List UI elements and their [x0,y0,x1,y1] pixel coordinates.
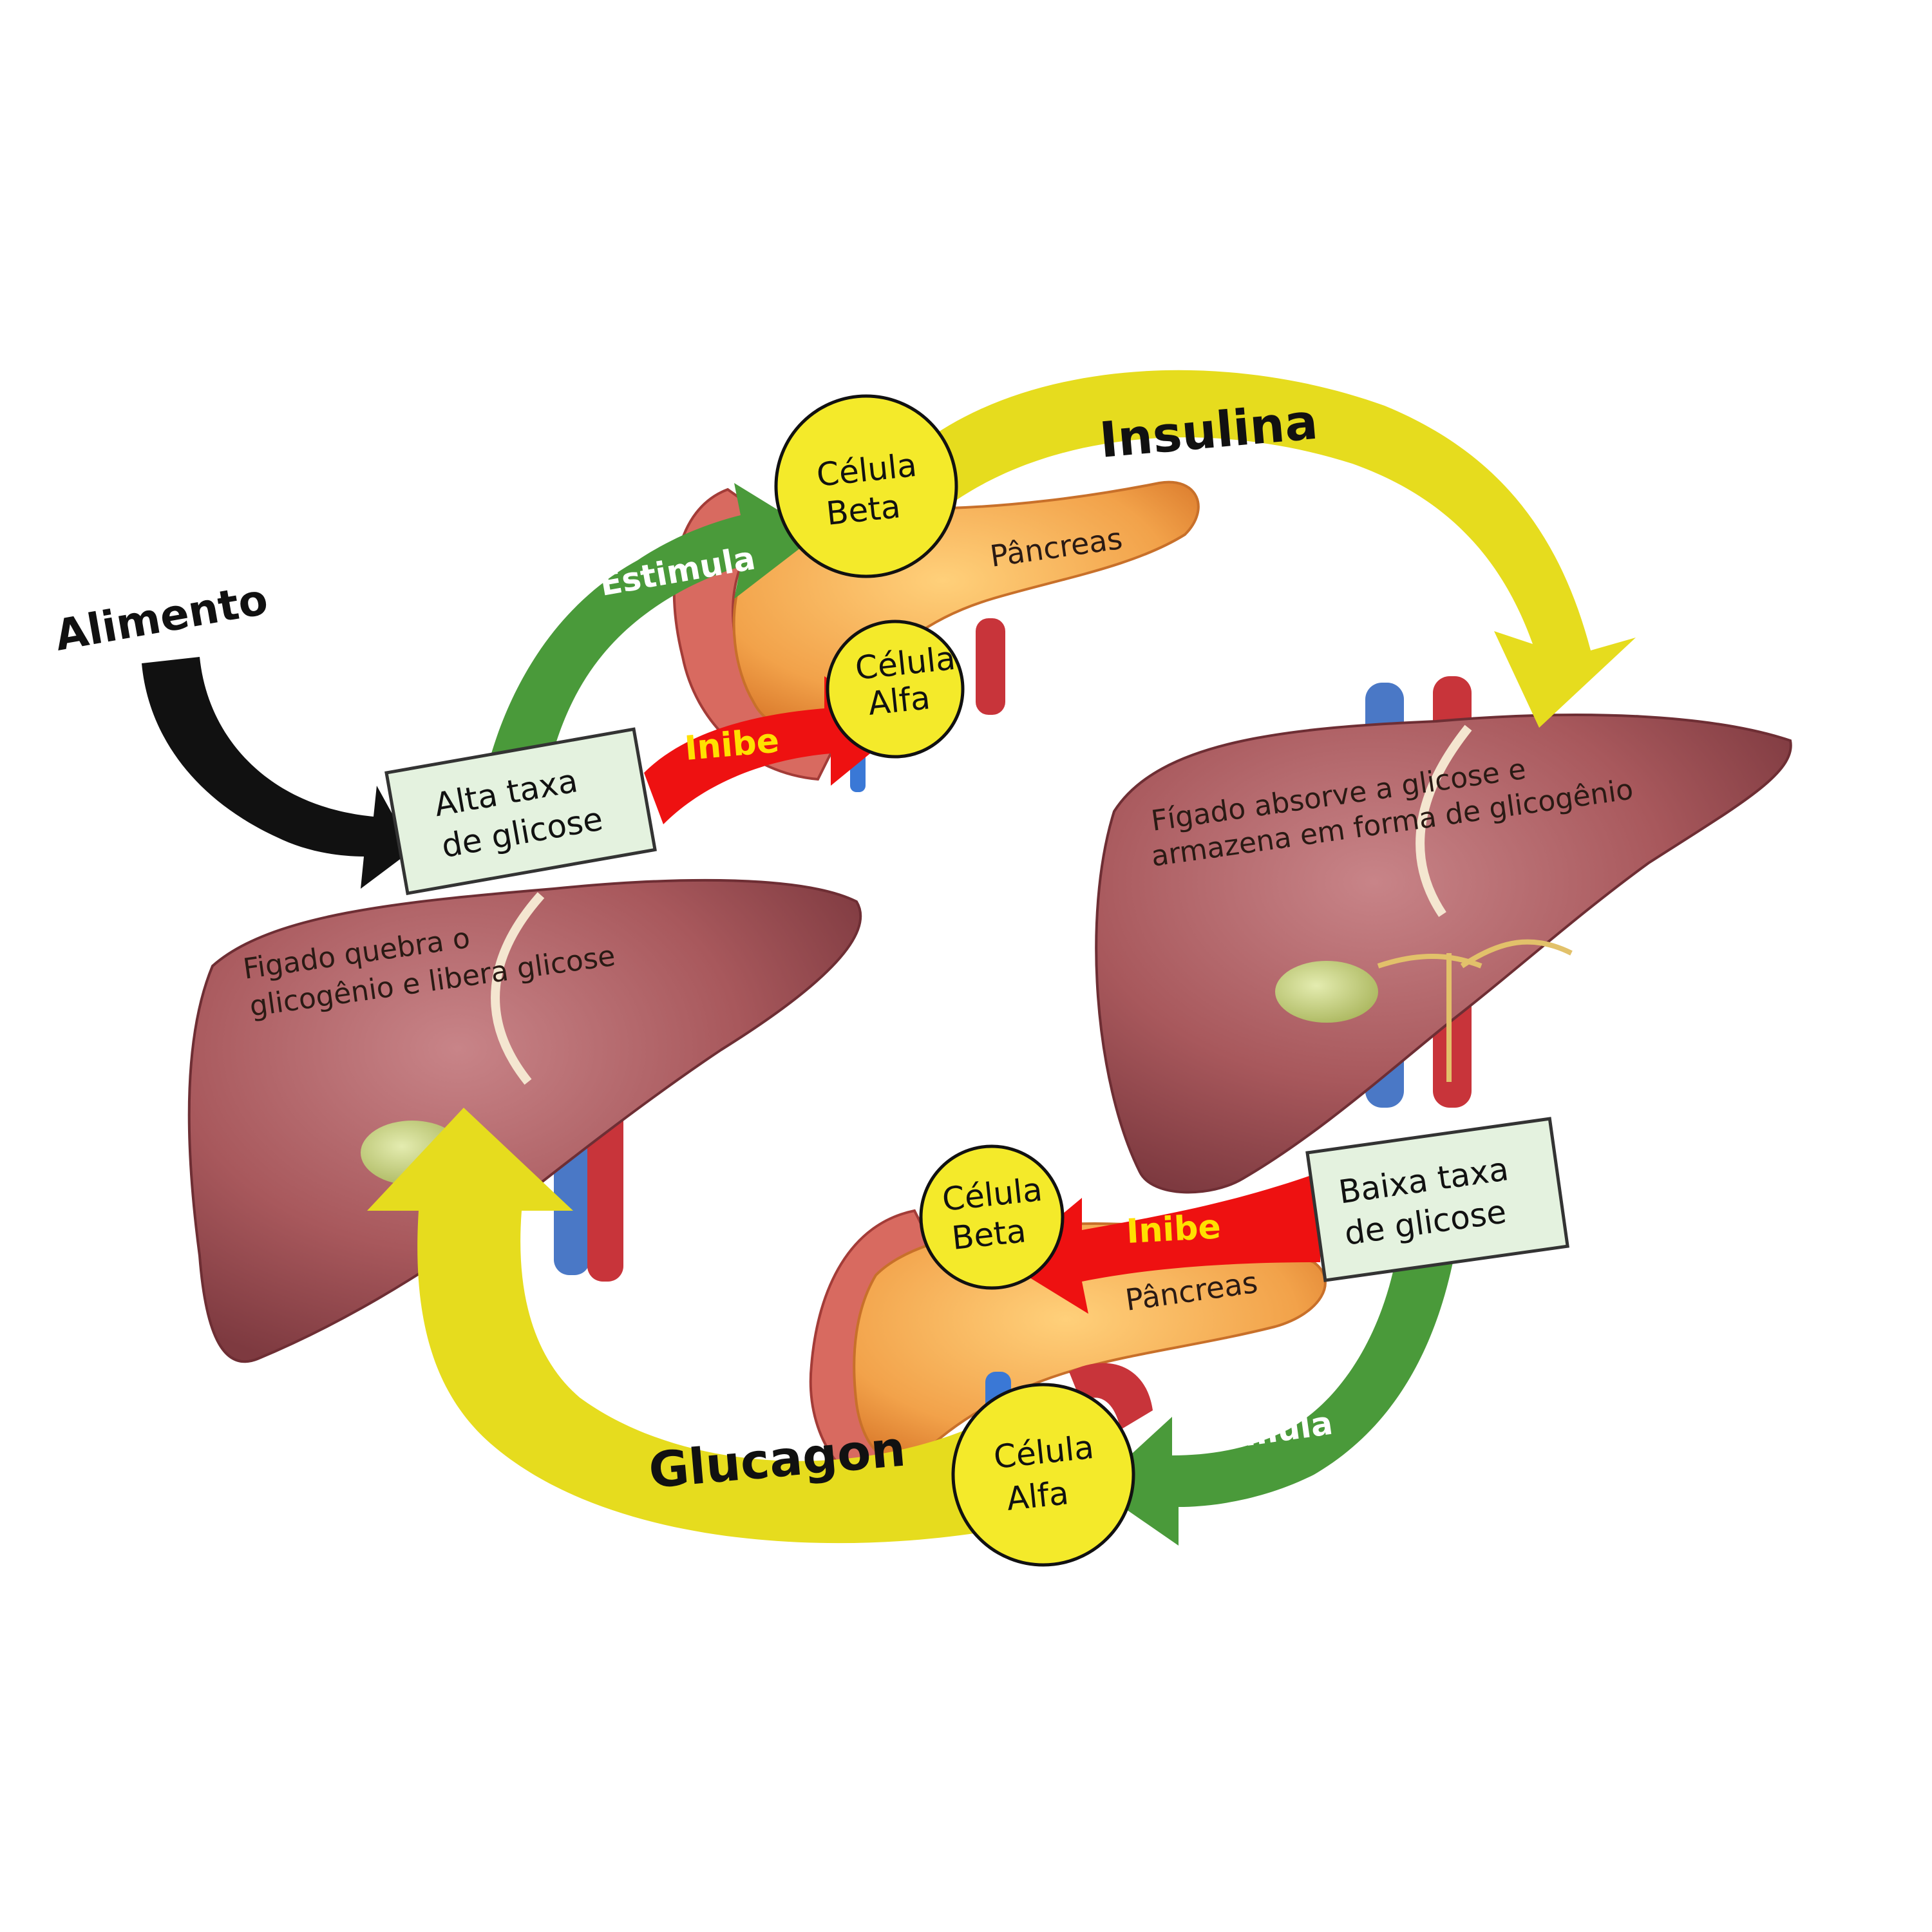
top-beta-line2: Beta [824,488,902,533]
bottom-beta-line2: Beta [950,1212,1028,1257]
liver-fissure [491,892,545,1085]
liver-fissure [1416,724,1472,917]
cell-circle [951,1383,1135,1567]
stimulate-arrow-top [489,483,818,773]
blood-vessel [976,618,1005,715]
right-liver: Fígado absorve a glicose e armazena em f… [1095,676,1792,1194]
box-background [1305,1117,1569,1282]
cell-circle [826,620,965,759]
insulin-arrow [921,370,1636,728]
food-arrow [142,657,412,889]
gallbladder [1275,961,1378,1023]
bottom-alpha-line2: Alfa [1005,1474,1070,1518]
box-background [384,727,657,896]
cell-circle [919,1144,1065,1290]
high-glucose-box: Alta taxa de glicose [384,727,657,896]
stimulate-arrow-bottom [1095,1249,1455,1546]
left-liver: Figado quebra o glicogênio e libera glic… [187,878,862,1363]
cell-circle [774,394,958,578]
liver-shape [1095,714,1792,1194]
top-alpha-line2: Alfa [866,679,932,723]
blood-vessel [1069,1363,1153,1430]
bottom-alpha-cell: Célula Alfa [951,1383,1135,1567]
inhibit-arrow-bottom [1005,1172,1320,1314]
top-alpha-cell: Célula Alfa [826,620,965,759]
liver-shape [187,878,862,1363]
inhibit-label-bottom: Inibe [1126,1208,1222,1251]
low-glucose-box: Baixa taxa de glicose [1305,1117,1569,1282]
bile-ducts [1377,939,1573,1082]
inhibit-label-top: Inibe [683,721,781,768]
top-beta-cell: Célula Beta [774,394,958,578]
bottom-beta-cell: Célula Beta [919,1144,1065,1290]
glucagon-arrow [367,1108,979,1544]
food-label: Alimento [51,574,271,661]
